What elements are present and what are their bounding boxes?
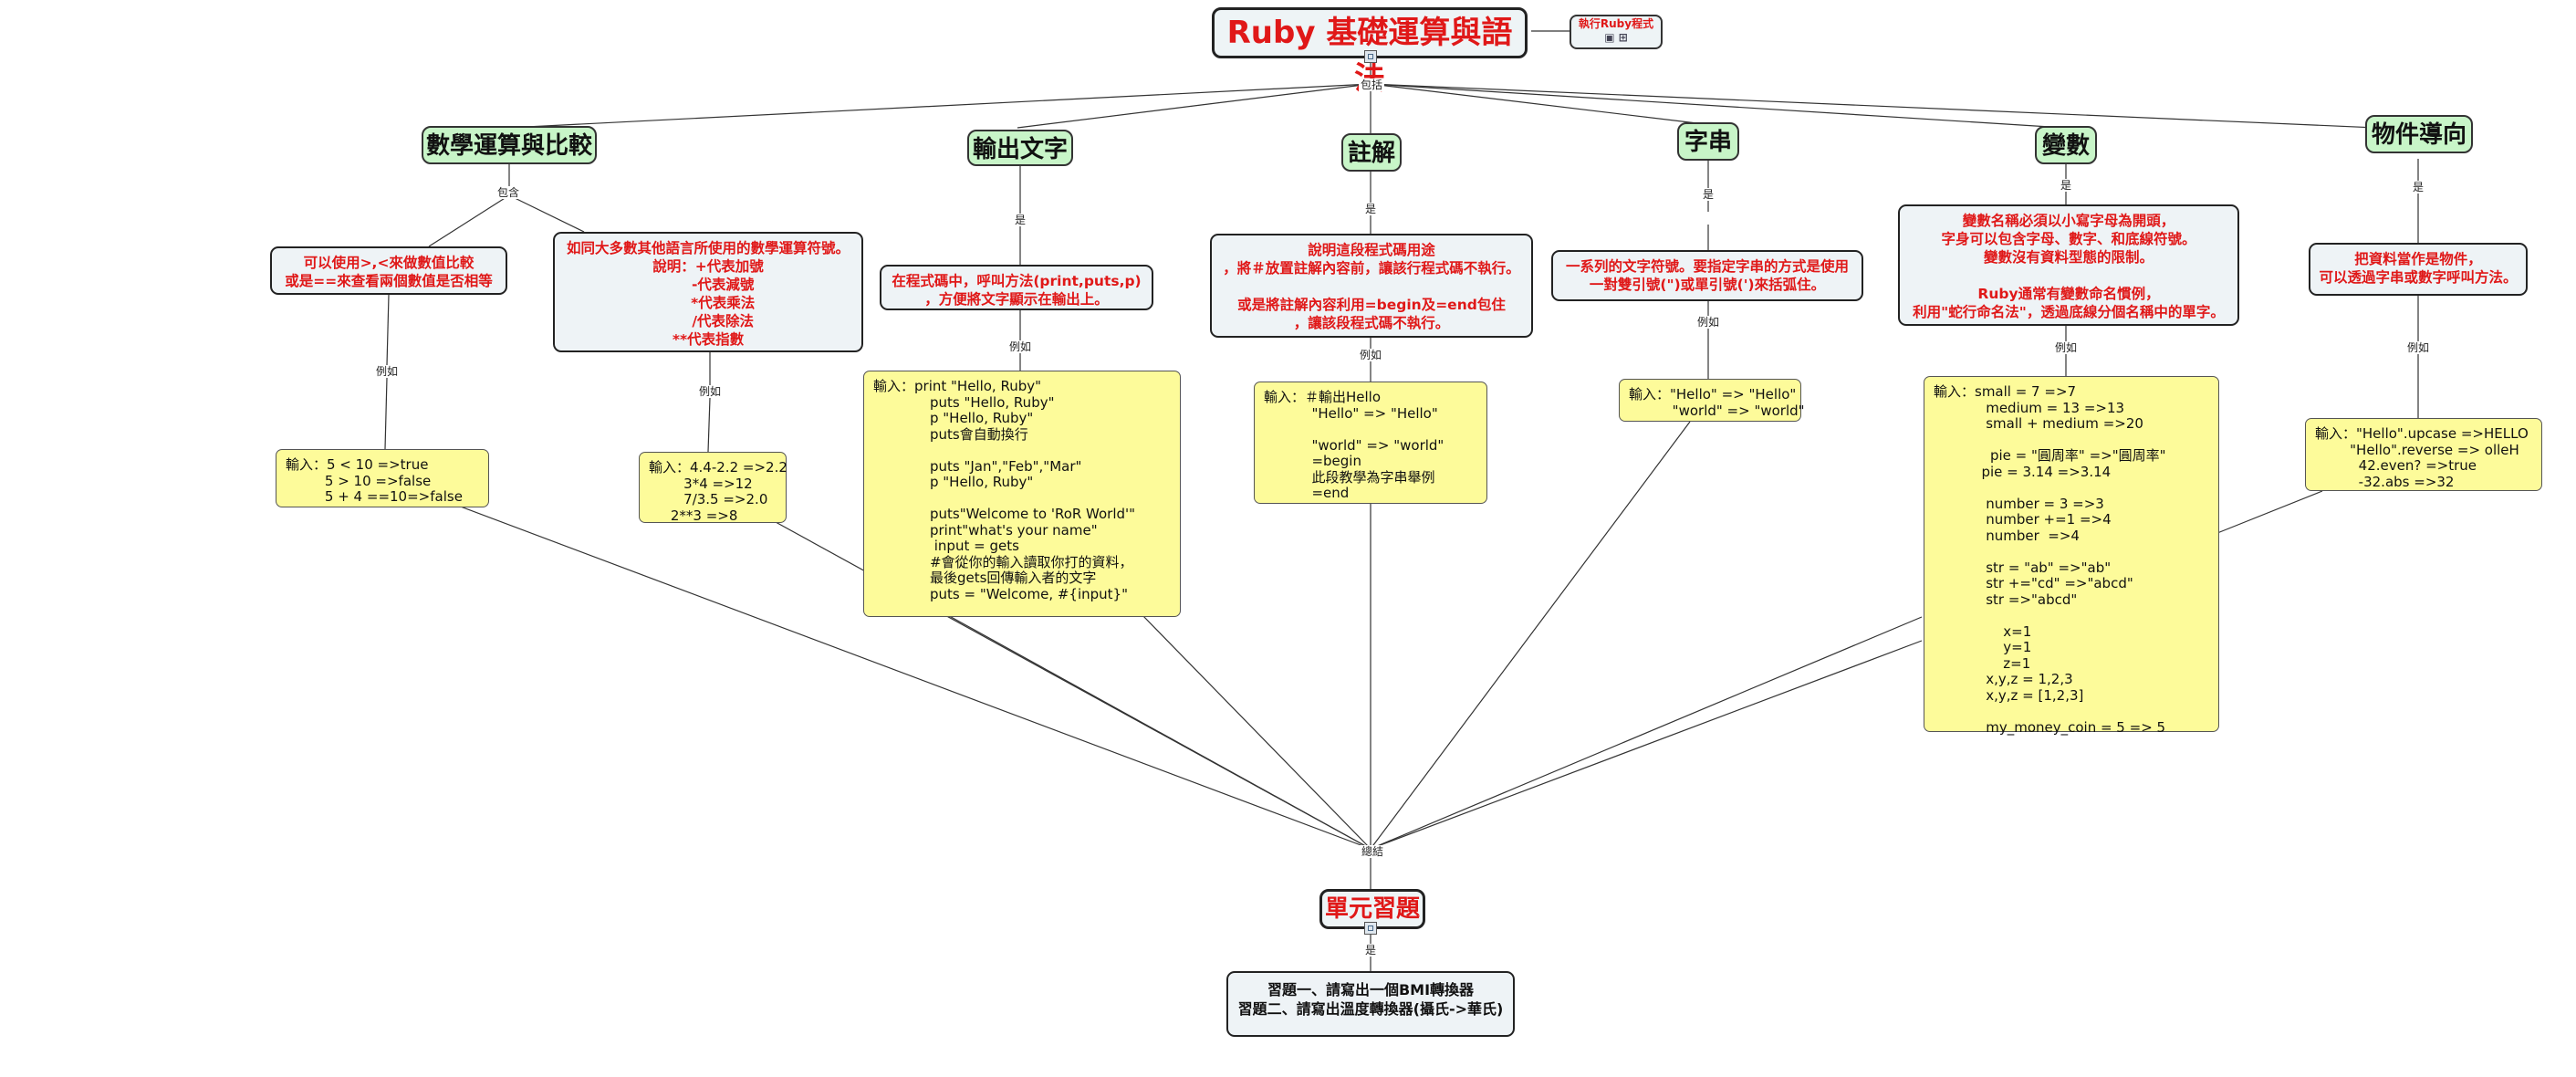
label-example-output: 例如 [1007, 340, 1034, 353]
topic-output[interactable]: 輸出文字 [967, 130, 1073, 166]
example-comment: 輸入：＃輸出Hello "Hello" => "Hello" "world" =… [1254, 382, 1487, 504]
attachment-icons: ▣ ⊞ [1604, 31, 1628, 44]
example-variable: 輸入：small = 7 =>7 medium = 13 =>13 small … [1924, 376, 2219, 735]
label-is-comment: 是 [1363, 203, 1379, 215]
desc-math-compare: 可以使用>,<來做數值比較 或是==來查看兩個數值是否相等 [270, 246, 507, 295]
note-icon[interactable] [1364, 50, 1377, 63]
exercise-list: 習題一、請寫出一個BMI轉換器 習題二、請寫出溫度轉換器(攝氏->華氏) [1226, 971, 1515, 1037]
topic-math[interactable]: 數學運算與比較 [422, 126, 597, 164]
note-icon-exercise[interactable] [1364, 922, 1377, 935]
topic-object[interactable]: 物件導向 [2365, 115, 2473, 153]
label-is-string: 是 [1701, 188, 1716, 201]
desc-math-ops: 如同大多數其他語言所使用的數學運算符號。 說明：+代表加號 -代表減號 *代表乘… [553, 232, 863, 352]
desc-variable: 變數名稱必須以小寫字母為開頭， 字身可以包含字母、數字、和底線符號。 變數沒有資… [1898, 204, 2239, 326]
run-ruby-link[interactable]: 執行Ruby程式 ▣ ⊞ [1570, 15, 1663, 49]
label-example-string: 例如 [1695, 316, 1722, 329]
example-compare: 輸入：5 < 10 =>true 5 > 10 =>false 5 + 4 ==… [276, 449, 489, 507]
topic-variable[interactable]: 變數 [2035, 126, 2097, 164]
desc-output: 在程式碼中，呼叫方法(print,puts,p) ，方便將文字顯示在輸出上。 [880, 265, 1153, 310]
label-is-output: 是 [1013, 214, 1028, 226]
example-output: 輸入：print "Hello, Ruby" puts "Hello, Ruby… [863, 371, 1181, 617]
label-is-exercise: 是 [1363, 944, 1379, 957]
run-ruby-label: 執行Ruby程式 [1578, 17, 1654, 30]
label-example-arith: 例如 [697, 385, 724, 398]
label-is-object: 是 [2411, 181, 2426, 193]
topic-string[interactable]: 字串 [1677, 122, 1739, 161]
topic-comment[interactable]: 註解 [1341, 133, 1402, 172]
example-string: 輸入："Hello" => "Hello" "world" => "world" [1619, 379, 1805, 422]
main-title: Ruby 基礎運算與語法 [1212, 7, 1528, 97]
example-object: 輸入："Hello".upcase =>HELLO "Hello".revers… [2305, 418, 2542, 491]
label-example-variable: 例如 [2053, 341, 2080, 354]
label-example-object: 例如 [2405, 341, 2432, 354]
label-summary: 總結 [1360, 845, 1386, 858]
desc-comment: 說明這段程式碼用途 ，將＃放置註解內容前，讓該行程式碼不執行。 或是將註解內容利… [1210, 234, 1533, 338]
label-includes-math: 包含 [495, 186, 522, 199]
desc-object: 把資料當作是物件， 可以透過字串或數字呼叫方法。 [2309, 243, 2528, 296]
example-arith: 輸入：4.4-2.2 =>2.2 3*4 =>12 7/3.5 =>2.0 2*… [639, 452, 787, 523]
label-example-comment: 例如 [1358, 349, 1384, 361]
label-example-compare: 例如 [374, 365, 401, 378]
label-includes-top: 包括 [1359, 78, 1385, 91]
desc-string: 一系列的文字符號。要指定字串的方式是使用 一對雙引號(")或單引號(')來括弧住… [1551, 250, 1863, 301]
label-is-variable: 是 [2059, 179, 2074, 192]
